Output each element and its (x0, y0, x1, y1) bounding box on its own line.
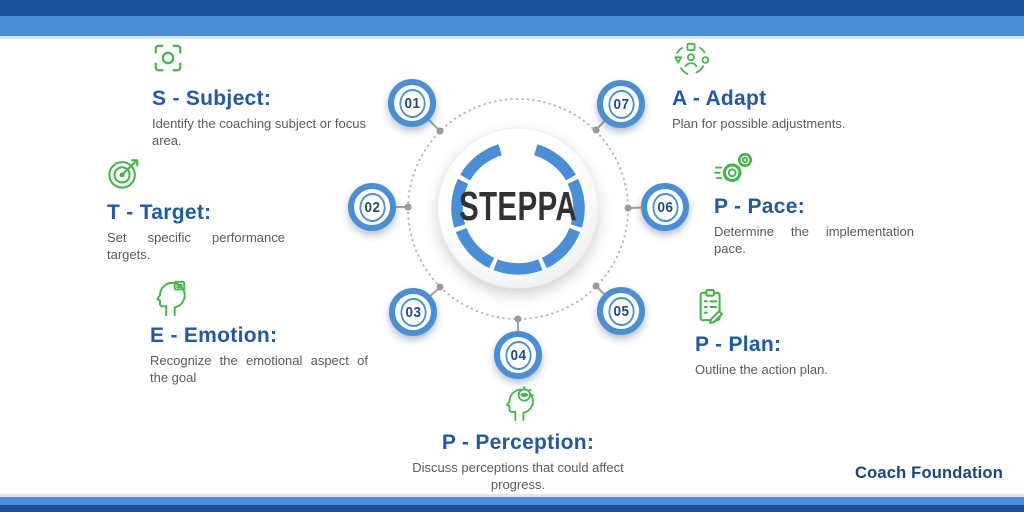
bottom-accent-bar (0, 494, 1024, 512)
step-badge-06: 06 (641, 183, 689, 231)
step-item-emotion: E - Emotion: Recognize the emotional asp… (150, 279, 368, 387)
step-item-plan: P - Plan: Outline the action plan. (695, 288, 920, 378)
step-number: 01 (398, 88, 426, 118)
item-heading: E - Emotion: (150, 324, 278, 347)
bottom-bar-mid-stripe (0, 497, 1024, 505)
bottom-bar-dark-stripe (0, 505, 1024, 512)
step-item-adapt: A - Adapt Plan for possible adjustments. (672, 42, 922, 132)
brand-credit: Coach Foundation (854, 464, 1003, 482)
item-heading: P - Plan: (695, 333, 782, 356)
center-title: STEPPA (458, 183, 578, 230)
step-number: 02 (358, 192, 386, 222)
step-badge-02: 02 (348, 183, 396, 231)
gears-icon (714, 150, 914, 188)
step-number: 03 (399, 297, 427, 327)
step-number: 07 (607, 89, 635, 119)
item-heading: S - Subject: (152, 87, 272, 110)
step-badge-01: 01 (388, 79, 436, 127)
step-badge-07: 07 (597, 80, 645, 128)
top-accent-bar (0, 0, 1024, 39)
step-badge-05: 05 (597, 287, 645, 335)
connector-dots (404, 126, 632, 323)
bottom-bar-pale-stripe (0, 494, 1024, 497)
item-description: Set specific performance targets. (107, 230, 285, 263)
clipboard-pencil-icon (695, 288, 920, 326)
top-bar-pale-stripe (0, 36, 1024, 39)
top-bar-mid-stripe (0, 16, 1024, 36)
viewfinder-icon (152, 42, 366, 80)
step-item-target: T - Target: Set specific performance tar… (107, 156, 285, 264)
item-description: Outline the action plan. (695, 362, 828, 377)
segmented-arc-ring (451, 144, 585, 275)
item-heading: P - Pace: (714, 195, 806, 218)
item-description: Recognize the emotional aspect of the go… (150, 353, 368, 386)
step-badge-03: 03 (389, 288, 437, 336)
step-item-perception: P - Perception: Discuss perceptions that… (412, 386, 624, 494)
item-heading: A - Adapt (672, 87, 767, 110)
adapt-cycle-icon (672, 42, 922, 80)
target-icon (107, 156, 285, 194)
step-item-pace: P - Pace: Determine the implementation p… (714, 150, 914, 258)
step-number: 04 (504, 340, 532, 370)
item-description: Identify the coaching subject or focus a… (152, 116, 366, 149)
step-badge-04: 04 (494, 331, 542, 379)
top-bar-dark-stripe (0, 0, 1024, 16)
head-profile-icon (150, 279, 368, 317)
item-description: Plan for possible adjustments. (672, 116, 846, 131)
step-item-subject: S - Subject: Identify the coaching subje… (152, 42, 366, 150)
head-eye-icon (500, 386, 536, 424)
item-description: Determine the implementation pace. (714, 224, 914, 257)
step-number: 06 (651, 192, 679, 222)
item-heading: P - Perception: (441, 431, 595, 454)
item-description: Discuss perceptions that could affect pr… (412, 460, 624, 493)
step-number: 05 (607, 296, 635, 326)
item-heading: T - Target: (107, 201, 212, 224)
